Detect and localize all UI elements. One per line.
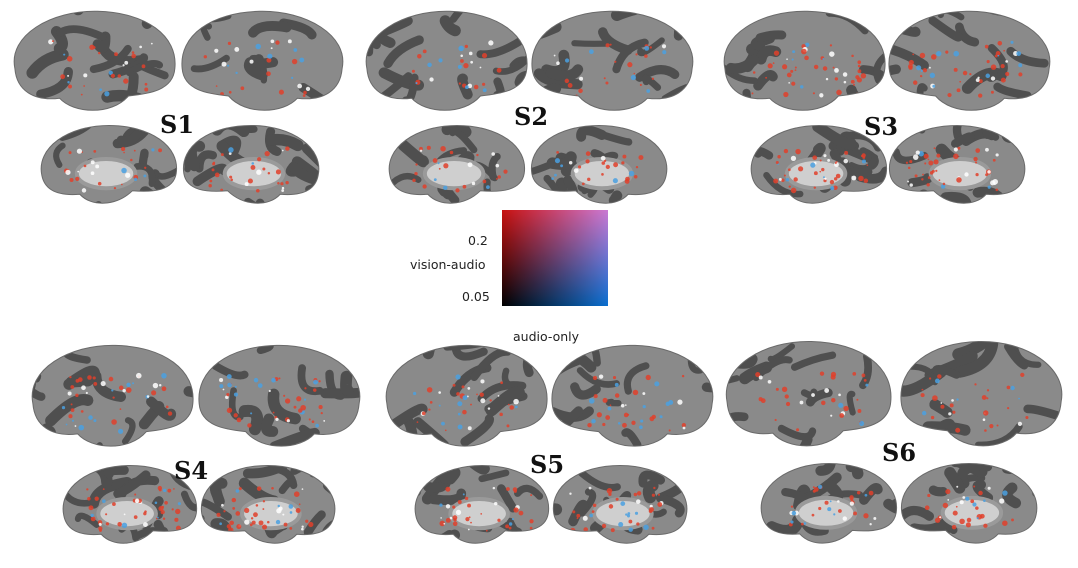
colorbar-tick-low: 0.05: [462, 289, 490, 304]
subject-label: S1: [160, 110, 195, 139]
medial-left-brain: [760, 463, 898, 544]
lateral-left-brain: [723, 10, 886, 111]
subject-label: S6: [882, 438, 917, 467]
subject-label: S5: [530, 450, 565, 479]
colorbar-tick-high: 0.2: [468, 233, 488, 248]
colorbar-xlabel: audio-only: [513, 329, 580, 344]
lateral-right-brain: [900, 340, 1063, 447]
lateral-left-brain: [31, 344, 194, 447]
lateral-left-brain: [365, 10, 528, 111]
medial-left-brain: [388, 124, 526, 204]
lateral-left-brain: [385, 344, 548, 447]
medial-left-brain: [40, 124, 178, 204]
lateral-right-brain: [888, 10, 1051, 111]
medial-right-brain: [552, 464, 688, 544]
subject-label: S2: [514, 102, 549, 131]
medial-right-brain: [530, 124, 668, 204]
lateral-left-brain: [725, 340, 892, 447]
lateral-right-brain: [551, 344, 714, 447]
lateral-left-brain: [13, 10, 176, 111]
medial-right-brain: [200, 464, 336, 544]
subject-label: S3: [864, 112, 899, 141]
medial-left-brain: [62, 464, 198, 544]
lateral-right-brain: [181, 10, 344, 111]
lateral-right-brain: [198, 344, 361, 447]
medial-right-brain: [900, 463, 1038, 544]
medial-right-brain: [182, 124, 320, 204]
colorbar-ylabel: vision-audio: [410, 257, 486, 272]
lateral-right-brain: [531, 10, 694, 111]
colorbar-2d: [502, 210, 608, 306]
medial-left-brain: [414, 464, 550, 544]
medial-right-brain: [888, 124, 1026, 204]
medial-left-brain: [750, 124, 888, 204]
subject-label: S4: [174, 456, 209, 485]
